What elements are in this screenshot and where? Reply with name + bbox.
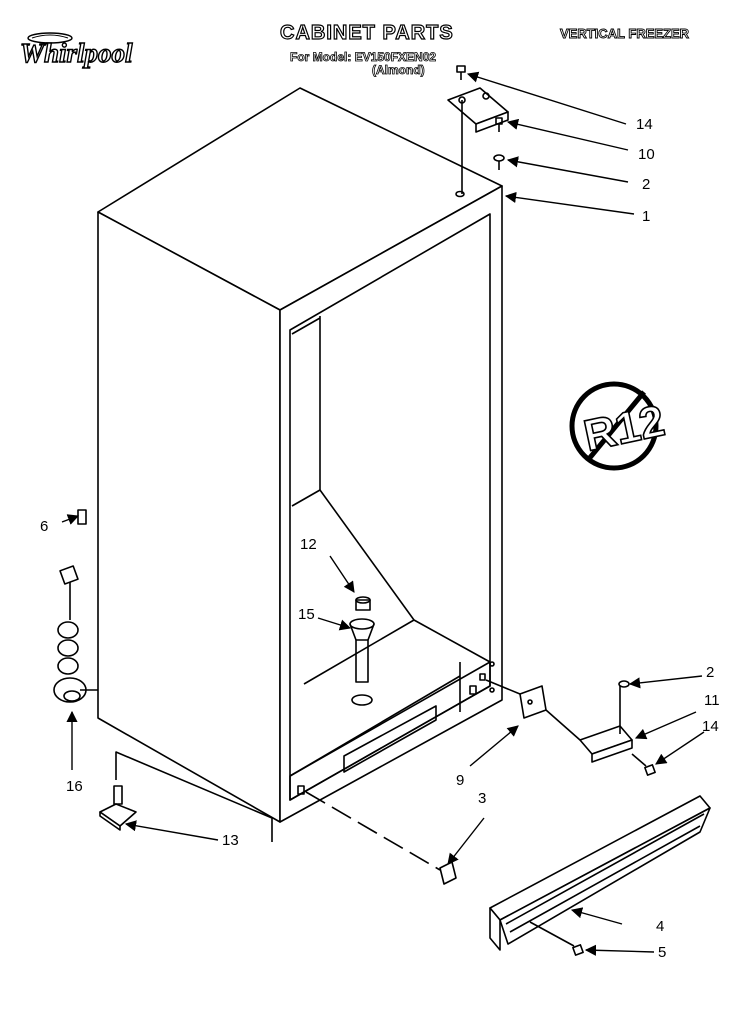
leveling-leg: [99, 785, 137, 831]
callout-1: 1: [642, 208, 651, 225]
callout-13: 13: [222, 832, 239, 849]
callout-4: 4: [656, 918, 665, 935]
callout-2-top: 2: [642, 176, 651, 193]
callout-16: 16: [66, 778, 83, 795]
drain-parts: [349, 596, 375, 706]
toe-grille: [489, 795, 711, 951]
bottom-hinge: [545, 680, 656, 776]
cord-clip: [77, 509, 87, 525]
callout-11: 11: [704, 692, 720, 709]
model-number: For Model: EV150FXEN02: [290, 50, 437, 65]
callout-15: 15: [298, 606, 315, 623]
callout-14-bottom: 14: [702, 718, 719, 735]
base-outline: [115, 751, 273, 842]
whirlpool-logo: [10, 28, 160, 78]
page-title: CABINET PARTS: [279, 21, 454, 44]
callout-2-bottom: 2: [706, 664, 715, 681]
no-r12-icon: [569, 381, 659, 471]
callout-12: 12: [300, 536, 317, 553]
callout-3: 3: [478, 790, 487, 807]
grille-clip: [305, 791, 457, 885]
callout-14-top: 14: [636, 116, 653, 133]
color-variant: (Almond): [372, 63, 425, 78]
grille-screw: [529, 921, 584, 956]
brand-name: Whirlpool: [19, 37, 133, 68]
leader-lines: [61, 71, 705, 956]
callout-10: 10: [638, 146, 655, 163]
logo-swoosh-icon: [27, 32, 73, 44]
callout-5: 5: [658, 944, 667, 961]
callout-9: 9: [456, 772, 465, 789]
product-type: VERTICAL FREEZER: [560, 26, 690, 42]
top-hinge: [447, 65, 509, 194]
power-cord: [53, 565, 98, 703]
cabinet-body: [97, 87, 503, 823]
callout-6: 6: [40, 518, 49, 535]
